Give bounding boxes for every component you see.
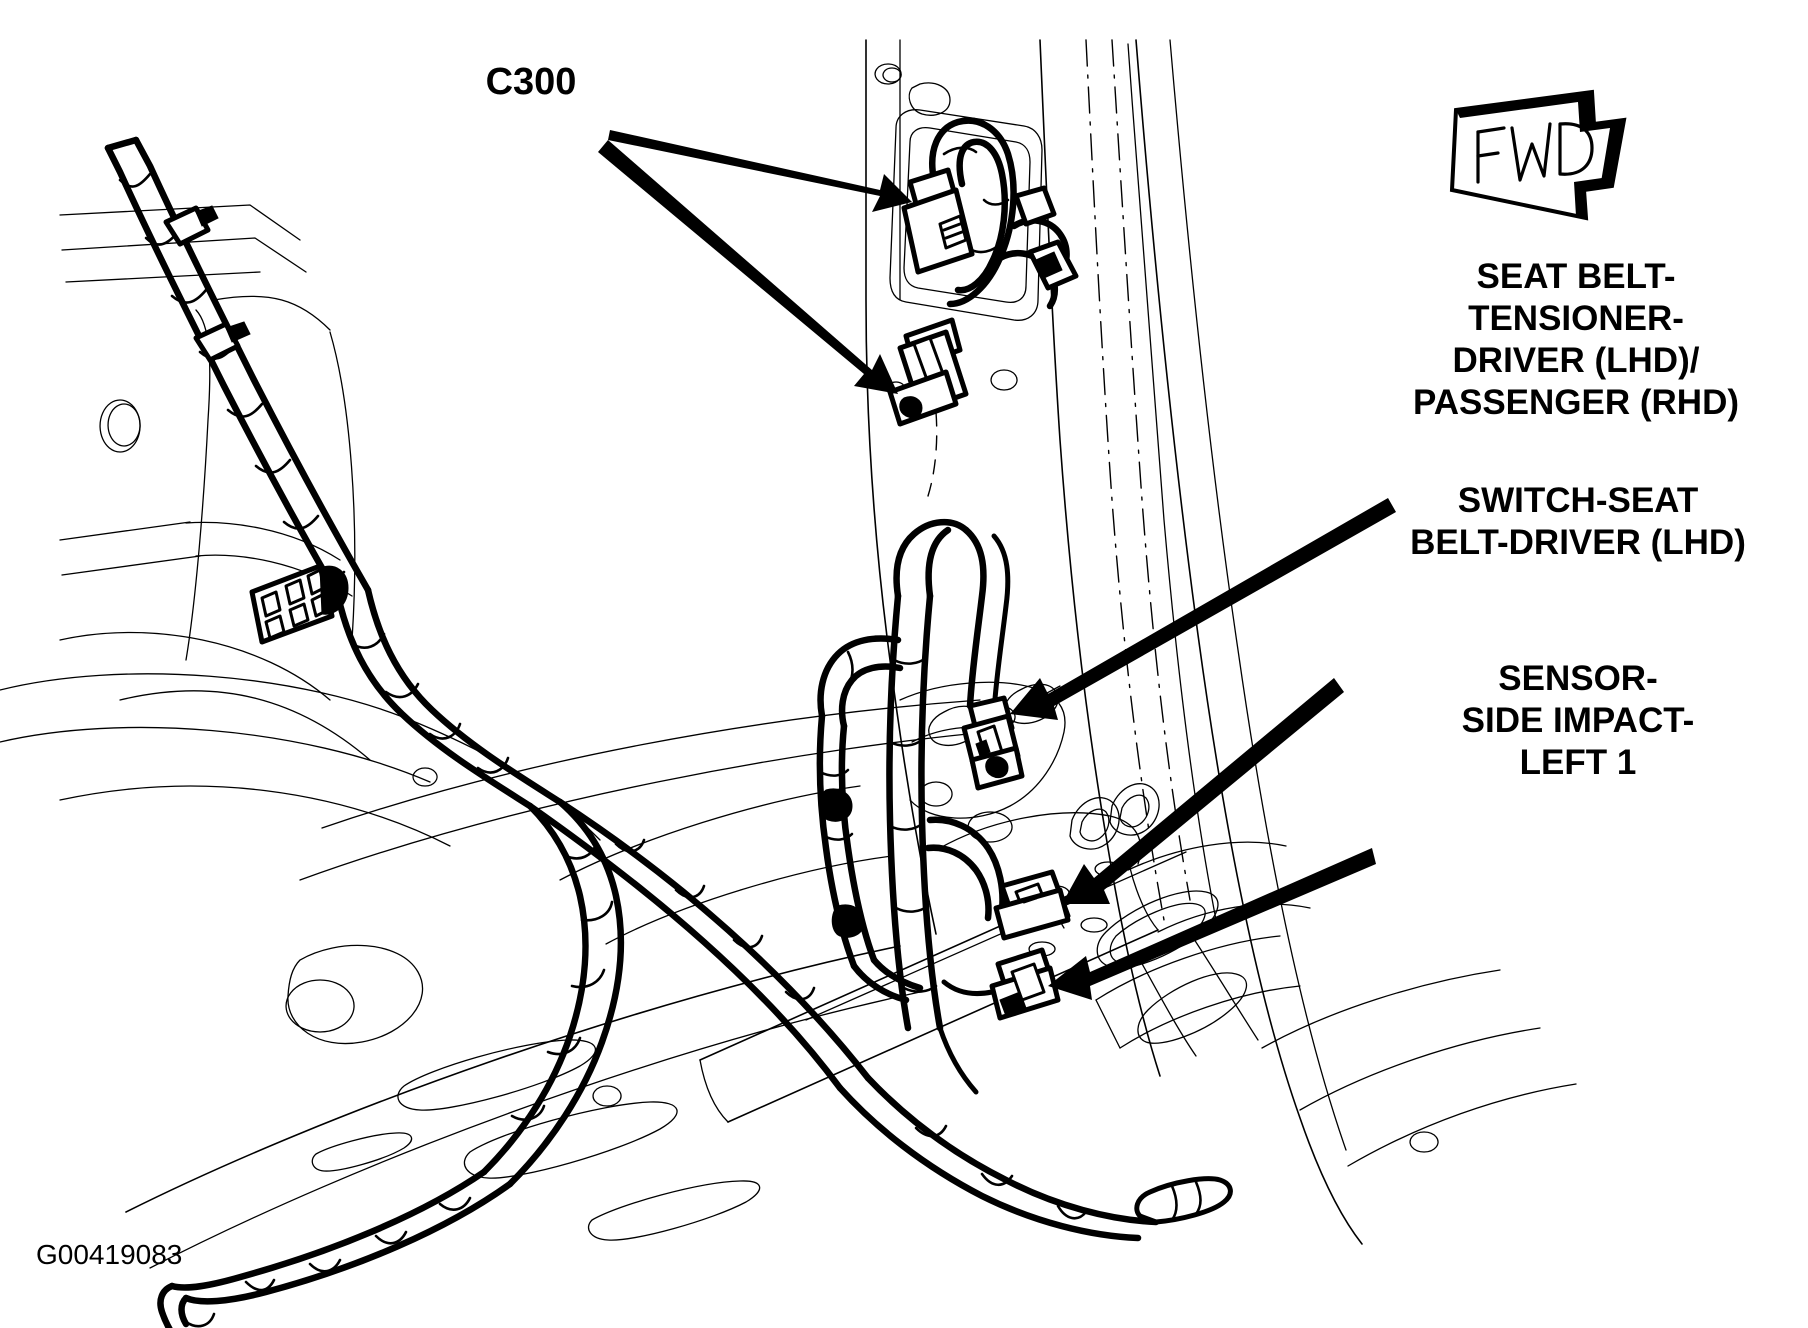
label-c300: C300 xyxy=(486,61,577,103)
arrow-switch-seat-belt xyxy=(1062,678,1344,904)
arrow-seat-belt-tensioner xyxy=(1010,498,1396,720)
connector-c300-upper xyxy=(901,117,1079,310)
label-switch-seat-belt-line1: SWITCH-SEAT xyxy=(1458,481,1698,520)
body-structure-group xyxy=(0,39,1577,1269)
connector-sensor-side-impact xyxy=(941,947,1061,1021)
label-sensor-side-impact-line2: SIDE IMPACT- xyxy=(1462,701,1695,740)
label-switch-seat-belt-line2: BELT-DRIVER (LHD) xyxy=(1410,523,1746,562)
arrow-c300-upper xyxy=(608,130,912,212)
connector-switch-seat-belt xyxy=(993,869,1071,941)
figure-id-code: G00419083 xyxy=(36,1239,182,1270)
wire-harness-group xyxy=(104,117,1233,1328)
label-seat-belt-tensioner-line2: TENSIONER- xyxy=(1468,299,1684,338)
fwd-letters xyxy=(1476,122,1594,184)
arrow-c300-lower xyxy=(598,140,898,394)
connector-c300-lower xyxy=(887,317,969,497)
labels-group: C300 SEAT BELT- TENSIONER- DRIVER (LHD)/… xyxy=(36,61,1746,1270)
label-sensor-side-impact-line3: LEFT 1 xyxy=(1520,743,1637,782)
arrow-sensor-side-impact xyxy=(1048,848,1376,1000)
connector-seat-belt-tensioner xyxy=(961,695,1025,791)
label-seat-belt-tensioner-line3: DRIVER (LHD)/ xyxy=(1453,341,1700,380)
label-seat-belt-tensioner-line1: SEAT BELT- xyxy=(1477,257,1676,296)
label-sensor-side-impact-line1: SENSOR- xyxy=(1498,659,1657,698)
label-seat-belt-tensioner-line4: PASSENGER (RHD) xyxy=(1413,383,1739,422)
callout-arrows-group xyxy=(598,130,1396,1000)
fwd-orientation-marker xyxy=(1449,89,1627,221)
